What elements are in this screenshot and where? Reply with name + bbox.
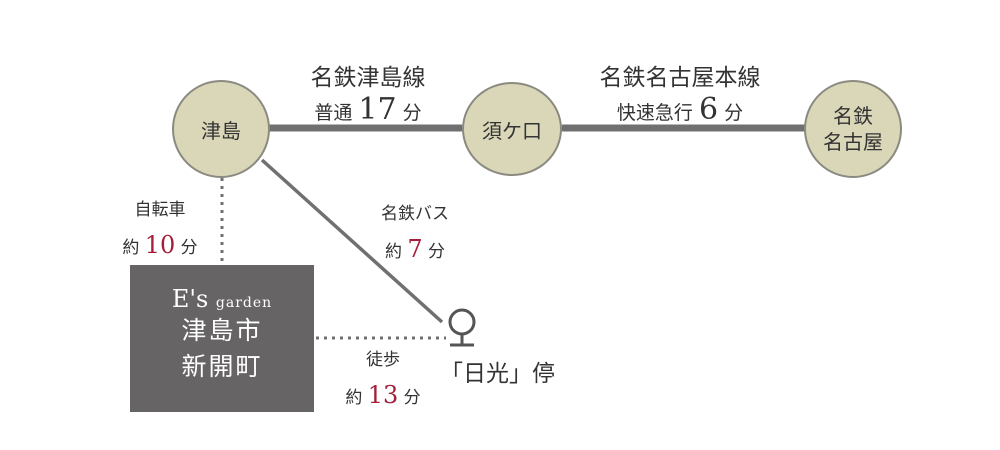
tsushima-line-unit: 分: [402, 102, 422, 124]
station-sukeguchi-label: 須ケ口: [482, 118, 542, 143]
walk-unit: 分: [403, 387, 421, 408]
tsushima-line-label: 名鉄津島線 普通 17 分: [288, 58, 448, 127]
bus-route-line: [260, 158, 444, 324]
station-nagoya-label-1: 名鉄: [833, 104, 873, 128]
bicycle-minutes: 10: [144, 230, 176, 259]
nagoya-main-line-unit: 分: [724, 102, 744, 124]
bus-prefix: 約: [384, 241, 402, 262]
walk-name: 徒歩: [366, 350, 400, 370]
bus-stop-label: 「日光」停: [440, 361, 555, 387]
bicycle-label: 自転車 約 10 分: [108, 196, 212, 266]
station-nagoya-label-2: 名古屋: [823, 130, 883, 154]
walk-time: 約 13 分: [328, 375, 438, 416]
tsushima-line-minutes: 17: [358, 92, 397, 127]
bus-name: 名鉄バス: [381, 204, 449, 224]
nagoya-main-line-minutes: 6: [698, 92, 719, 127]
destination-brand: E's garden: [130, 285, 314, 313]
bus-minutes: 7: [407, 234, 423, 263]
station-meitetsu-nagoya: 名鉄 名古屋: [804, 80, 902, 178]
nagoya-main-line-label: 名鉄名古屋本線 快速急行 6 分: [570, 58, 790, 127]
brand-main: E's: [171, 285, 209, 313]
bus-time: 約 7 分: [360, 229, 470, 270]
bus-unit: 分: [428, 241, 446, 262]
tsushima-line-name: 名鉄津島線: [310, 65, 426, 91]
nagoya-main-line-name: 名鉄名古屋本線: [599, 65, 761, 91]
nagoya-main-line-time: 快速急行 6 分: [570, 92, 790, 127]
bicycle-unit: 分: [180, 237, 198, 258]
destination-box: E's garden 津島市 新開町: [130, 265, 314, 412]
bus-stop-icon: [448, 308, 476, 347]
station-tsushima: 津島: [172, 80, 270, 178]
bicycle-prefix: 約: [122, 237, 140, 258]
brand-sub: garden: [215, 295, 273, 311]
walk-label: 徒歩 約 13 分: [328, 346, 438, 416]
walk-minutes: 13: [367, 380, 399, 409]
walk-prefix: 約: [345, 387, 363, 408]
destination-line1: 津島市: [181, 316, 263, 345]
nagoya-main-line-prefix: 快速急行: [616, 102, 693, 124]
tsushima-line-time: 普通 17 分: [288, 92, 448, 127]
destination-line2: 新開町: [181, 352, 263, 382]
station-sukeguchi: 須ケ口: [462, 82, 562, 176]
tsushima-line-prefix: 普通: [314, 102, 353, 124]
bicycle-time: 約 10 分: [108, 225, 212, 266]
bus-label: 名鉄バス 約 7 分: [360, 200, 470, 270]
station-tsushima-label: 津島: [201, 118, 241, 143]
bicycle-name: 自転車: [134, 200, 186, 220]
